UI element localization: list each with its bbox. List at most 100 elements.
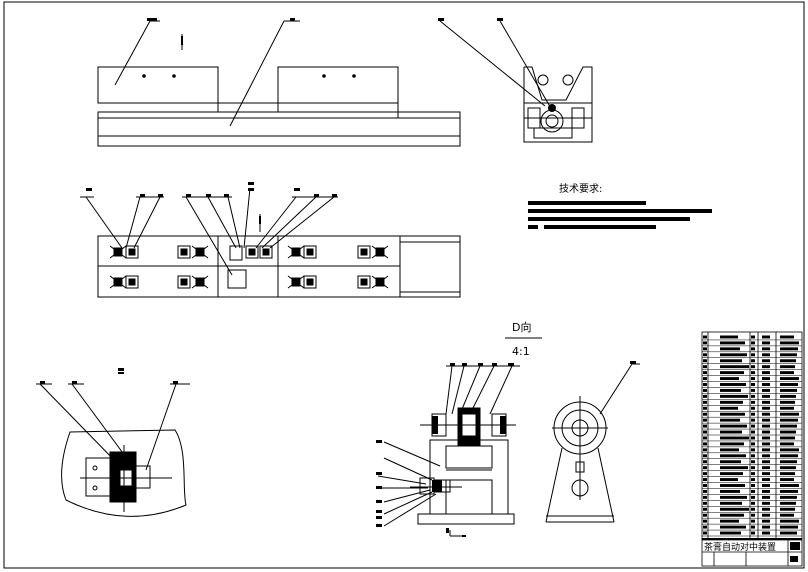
parts-row-cell (780, 507, 795, 511)
parts-row-cell (751, 442, 755, 446)
parts-row-cell (720, 400, 743, 404)
parts-row-cell (703, 478, 707, 482)
parts-row-cell (780, 466, 796, 470)
parts-row-cell (762, 507, 770, 511)
parts-row-cell (780, 525, 798, 529)
parts-row-cell (751, 472, 755, 476)
parts-row-cell (703, 489, 707, 493)
parts-row-cell (780, 531, 797, 535)
parts-row-cell (703, 365, 707, 369)
tech-requirements-title: 技术要求: (559, 182, 602, 195)
parts-row-cell (703, 525, 707, 529)
parts-row-cell (703, 424, 707, 428)
parts-row-cell (762, 430, 770, 434)
title-block (701, 331, 803, 567)
parts-row-cell (762, 466, 770, 470)
parts-row-cell (703, 513, 707, 517)
parts-row-cell (780, 388, 797, 392)
parts-row-cell (751, 460, 755, 464)
parts-row-cell (720, 460, 741, 464)
parts-row-cell (780, 347, 798, 351)
parts-row-cell (720, 394, 748, 398)
parts-row-cell (703, 460, 707, 464)
parts-row-cell (751, 478, 755, 482)
parts-row-cell (751, 513, 755, 517)
plan-leaders (80, 187, 338, 276)
parts-row-cell (720, 495, 747, 499)
parts-row-cell (720, 383, 746, 386)
parts-row-cell (703, 418, 707, 422)
detail-view-scale: 4:1 (512, 345, 530, 358)
parts-row-cell (762, 501, 770, 505)
parts-row-cell (703, 406, 707, 410)
parts-row-cell (762, 442, 770, 446)
parts-row-cell (720, 454, 746, 458)
parts-row-cell (780, 335, 794, 339)
parts-row-cell (751, 377, 755, 381)
parts-row-cell (780, 341, 799, 345)
parts-row-cell (780, 454, 798, 458)
parts-row-cell (762, 335, 770, 339)
parts-row-cell (780, 495, 797, 499)
parts-row-cell (762, 531, 770, 535)
parts-row-cell (720, 406, 738, 410)
parts-row-cell (751, 394, 755, 398)
parts-row-cell (762, 394, 770, 398)
parts-row-cell (751, 525, 755, 529)
parts-row-cell (751, 489, 755, 493)
parts-row-cell (720, 359, 742, 363)
parts-row-cell (762, 436, 770, 440)
parts-row-cell (751, 466, 755, 470)
parts-row-cell (780, 418, 798, 422)
parts-row-cell (762, 424, 770, 428)
parts-row-cell (780, 359, 796, 363)
parts-row-cell (762, 448, 770, 452)
side-view (439, 20, 593, 143)
parts-row-cell (720, 519, 739, 523)
plan-fasteners (109, 245, 389, 289)
parts-row-cell (751, 359, 755, 363)
parts-row-cell (703, 430, 707, 434)
parts-row-cell (703, 472, 707, 476)
parts-row-cell (703, 347, 707, 351)
parts-row-cell (780, 424, 797, 428)
parts-row-cell (703, 531, 707, 535)
parts-row-cell (751, 507, 755, 511)
parts-row-cell (762, 418, 770, 422)
parts-row-cell (720, 531, 741, 535)
tech-requirements-lines (528, 201, 712, 229)
parts-row-cell (720, 478, 738, 482)
parts-row-cell (751, 347, 755, 351)
parts-row-cell (720, 448, 739, 452)
parts-row-cell (762, 388, 770, 392)
parts-row-cell (751, 412, 755, 416)
parts-row-cell (720, 507, 749, 511)
parts-row-cell (762, 365, 770, 369)
parts-row-cell (703, 371, 707, 375)
parts-row-cell (720, 430, 742, 434)
parts-row-cell (751, 430, 755, 434)
parts-row-cell (751, 519, 755, 523)
parts-row-cell (780, 365, 795, 369)
parts-row-cell (703, 341, 707, 345)
parts-row-cell (751, 335, 755, 339)
parts-row-cell (703, 448, 707, 452)
parts-row-cell (720, 341, 745, 345)
parts-row-cell (780, 448, 799, 452)
parts-row-cell (780, 383, 798, 386)
parts-row-cell (703, 359, 707, 363)
parts-row-cell (703, 484, 707, 487)
parts-row-cell (780, 484, 799, 487)
parts-row-cell (720, 371, 744, 375)
parts-row-cell (780, 371, 794, 375)
plan-view (97, 214, 461, 298)
parts-row-cell (780, 472, 795, 476)
bottom-left-detail (36, 383, 190, 517)
parts-row-cell (762, 484, 770, 487)
parts-row-cell (703, 507, 707, 511)
parts-row-cell (780, 442, 794, 446)
parts-row-cell (720, 466, 748, 470)
bottom-right-detail (545, 363, 640, 523)
parts-row-cell (780, 501, 796, 505)
parts-row-cell (762, 460, 770, 464)
